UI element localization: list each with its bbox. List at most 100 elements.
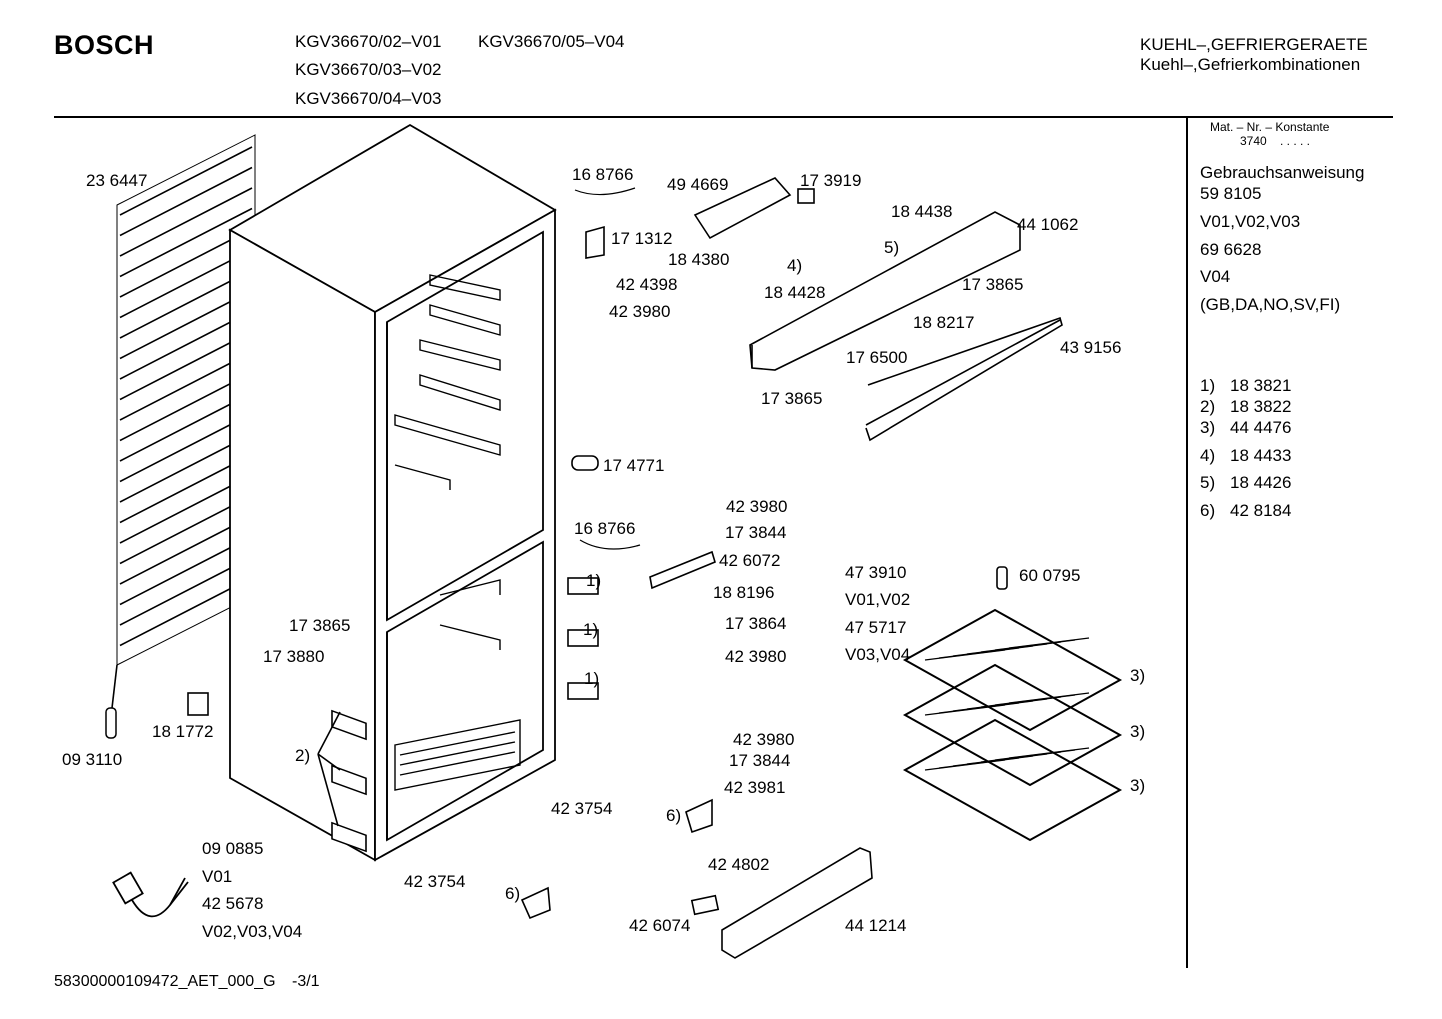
model-number: KGV36670/04–V03 — [295, 89, 442, 108]
coil-line — [119, 146, 253, 216]
note-value: 18 4426 — [1230, 473, 1292, 492]
cabinet-shelves — [394, 274, 521, 791]
refrigerator-cabinet — [228, 123, 557, 862]
part-label: 17 3865 — [289, 616, 351, 635]
part-label: 09 3110 — [62, 750, 123, 769]
page-number: -3/1 — [291, 973, 320, 990]
part-label: 42 6072 — [719, 551, 781, 570]
mat-nr-dots: . . . . . — [1280, 134, 1311, 148]
part-label: 44 1062 — [1017, 215, 1079, 234]
mat-nr-label: Mat. – Nr. – Konstante — [1210, 120, 1330, 134]
part-label: 18 1772 — [152, 722, 214, 741]
part-label: 18 8196 — [713, 583, 775, 602]
evaporator-tube — [1008, 692, 1090, 704]
note-marker: 3) — [1130, 666, 1146, 685]
note-marker: 4) — [787, 256, 803, 275]
sensor-wire-lower — [579, 539, 641, 550]
part-label: 16 8766 — [574, 519, 636, 538]
part-label: 17 3919 — [800, 171, 862, 190]
variant-label: V02,V03,V04 — [202, 922, 303, 941]
variant-list: V04 — [1200, 267, 1231, 286]
manual-number: 59 8105 — [1200, 184, 1262, 203]
sensor-wire-upper — [574, 187, 636, 196]
part-label: 18 4428 — [764, 283, 826, 302]
coil-line — [119, 207, 253, 278]
part-label: 18 4438 — [891, 202, 953, 221]
note-value: 18 3822 — [1230, 397, 1292, 416]
bottle-racks — [317, 709, 367, 853]
control-panel — [693, 177, 1063, 442]
note-marker: 1) — [583, 620, 599, 639]
mat-nr-value: 3740 — [1240, 134, 1267, 148]
part-label: 42 4398 — [616, 275, 678, 294]
part-label: 17 3864 — [725, 614, 787, 633]
part-label: 44 1214 — [845, 916, 907, 935]
part-label: 17 3844 — [725, 523, 787, 542]
variant-number: 69 6628 — [1200, 240, 1262, 259]
note-key: 2) — [1200, 397, 1216, 416]
model-number: KGV36670/03–V02 — [295, 60, 442, 79]
part-label: 60 0795 — [1019, 566, 1081, 585]
note-marker: 5) — [884, 238, 900, 257]
part-label: 18 8217 — [913, 313, 975, 332]
part-label: 42 3981 — [724, 778, 786, 797]
language-list: (GB,DA,NO,SV,FI) — [1200, 295, 1341, 314]
doc-id: 58300000109472_AET_000_G — [54, 973, 276, 990]
part-label: 17 3865 — [962, 275, 1024, 294]
note-key: 1) — [1200, 376, 1216, 395]
part-label: 17 3880 — [263, 647, 325, 666]
note-value: 42 8184 — [1230, 501, 1292, 520]
model-number: KGV36670/02–V01 — [295, 32, 442, 51]
part-label: 09 0885 — [202, 839, 264, 858]
connector-part — [187, 692, 209, 716]
category-title: KUEHL–,GEFRIERGERAETE — [1140, 35, 1368, 54]
part-label: 42 3980 — [725, 647, 787, 666]
part-label: 17 4771 — [603, 456, 665, 475]
note-key: 5) — [1200, 473, 1216, 492]
part-label: 42 5678 — [202, 894, 264, 913]
coil-line — [119, 187, 253, 257]
variant-label: V03,V04 — [845, 645, 911, 664]
power-cord — [112, 871, 189, 918]
part-label: 47 5717 — [845, 618, 907, 637]
document-id: 58300000109472_AET_000_G -3/1 — [54, 973, 320, 991]
part-label: 42 4802 — [708, 855, 770, 874]
part-label: 42 6074 — [629, 916, 691, 935]
variant-label: V01,V02 — [845, 590, 911, 609]
drain-tube-part — [105, 707, 117, 739]
brand-logo: BOSCH — [54, 30, 155, 60]
door-handle — [721, 847, 873, 959]
part-label: 16 8766 — [572, 165, 634, 184]
part-label: 49 4669 — [667, 175, 729, 194]
part-label: 17 1312 — [611, 229, 673, 248]
category-subtitle: Kuehl–,Gefrierkombinationen — [1140, 55, 1361, 74]
part-label: 42 3980 — [609, 302, 671, 321]
variant-label: V01 — [202, 867, 233, 886]
hinge-parts — [520, 225, 1008, 920]
part-label: 42 3980 — [733, 730, 795, 749]
note-marker: 3) — [1130, 776, 1146, 795]
note-marker: 6) — [505, 884, 521, 903]
note-value: 44 4476 — [1230, 418, 1292, 437]
manual-label: Gebrauchsanweisung — [1200, 163, 1365, 182]
note-value: 18 3821 — [1230, 376, 1292, 395]
coil-line — [119, 166, 253, 237]
part-label: 17 3865 — [761, 389, 823, 408]
part-label: 42 3754 — [551, 799, 613, 818]
part-label: 17 3844 — [729, 751, 791, 770]
note-marker: 6) — [666, 806, 682, 825]
evaporator-tube — [1008, 637, 1090, 649]
note-marker: 1) — [584, 669, 600, 688]
part-label: 47 3910 — [845, 563, 907, 582]
part-label: 17 6500 — [846, 348, 908, 367]
part-label: 42 3754 — [404, 872, 466, 891]
note-value: 18 4433 — [1230, 446, 1292, 465]
variant-list: V01,V02,V03 — [1200, 212, 1301, 231]
note-marker: 1) — [586, 571, 602, 590]
model-number: KGV36670/05–V04 — [478, 32, 625, 51]
note-key: 3) — [1200, 418, 1216, 437]
freezer-evaporators — [902, 608, 1123, 842]
note-key: 4) — [1200, 446, 1216, 465]
note-marker: 3) — [1130, 722, 1146, 741]
